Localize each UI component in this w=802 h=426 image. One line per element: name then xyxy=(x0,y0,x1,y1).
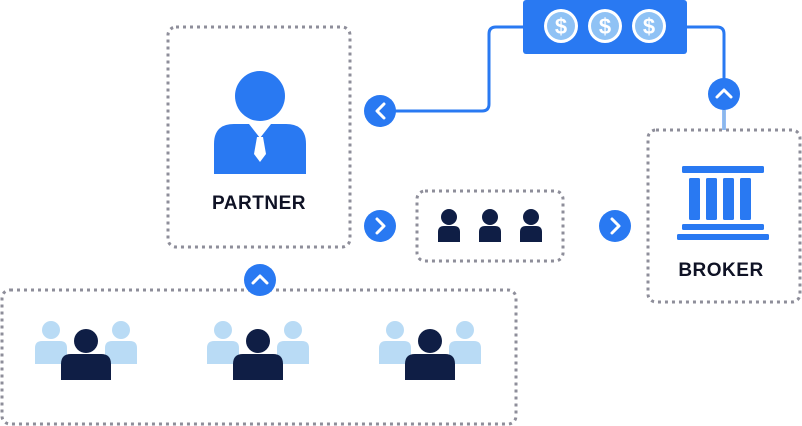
broker-box xyxy=(646,128,802,304)
dollar-symbol: $ xyxy=(555,14,567,39)
group-box xyxy=(415,189,565,263)
chevron-right-icon xyxy=(599,210,631,242)
broker-node: BROKER xyxy=(646,128,802,304)
businessman-icon xyxy=(214,71,306,174)
client-group-icon xyxy=(35,321,137,380)
dollar-symbol: $ xyxy=(643,14,655,39)
chevron-up-icon xyxy=(708,78,740,110)
clients-node xyxy=(0,288,518,426)
person-icon xyxy=(479,209,501,242)
broker-label: BROKER xyxy=(678,260,763,281)
bank-icon xyxy=(677,166,769,240)
dollar-coin-icon: $ xyxy=(632,9,666,43)
chevron-up-icon xyxy=(244,264,276,296)
group-node xyxy=(415,189,565,263)
partner-node: PARTNER xyxy=(166,25,352,249)
chevron-right-icon xyxy=(364,210,396,242)
partner-label: PARTNER xyxy=(212,193,306,214)
broker-to-payment-line xyxy=(686,25,726,130)
person-icon xyxy=(520,209,542,242)
person-icon xyxy=(438,209,460,242)
client-group-icon xyxy=(379,321,481,380)
payment-to-partner-line xyxy=(380,25,524,113)
dollar-coin-icon: $ xyxy=(544,9,578,43)
partner-box xyxy=(166,25,352,249)
chevron-left-icon xyxy=(364,95,396,127)
clients-box xyxy=(0,288,518,426)
dollar-symbol: $ xyxy=(599,14,611,39)
dollar-coin-icon: $ xyxy=(588,9,622,43)
client-group-icon xyxy=(207,321,309,380)
payment-node: $ $ $ xyxy=(523,0,687,54)
